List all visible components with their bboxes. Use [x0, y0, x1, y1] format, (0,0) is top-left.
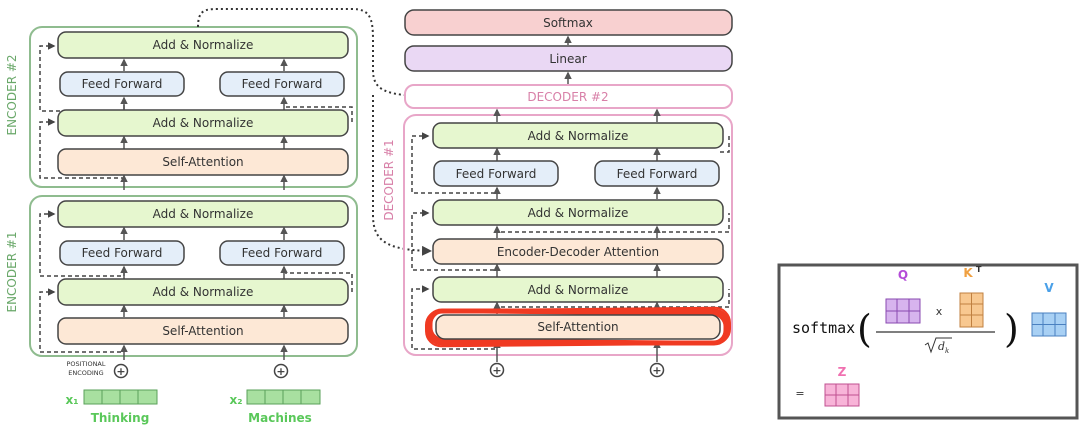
decoder-2-box	[404, 84, 733, 109]
encoder-1-residual-3	[285, 272, 353, 292]
decoder-1-enc-dec-attention	[432, 238, 724, 265]
encoder-2-self-attention-label: Self-Attention	[162, 155, 243, 169]
sqrt-icon	[924, 337, 952, 354]
x1-label: x₁	[66, 393, 79, 407]
plus-symbol: +	[652, 364, 661, 377]
encoder-1: ENCODER #1 Add & Normalize Feed Forward …	[5, 195, 358, 360]
x1-embedding-vector	[83, 389, 158, 405]
plus-icon	[649, 362, 665, 378]
positional-encoding-line2: ENCODING	[68, 369, 103, 377]
encoder-1-add-norm-top	[57, 200, 349, 228]
encoder-2-add-norm-mid	[57, 109, 349, 137]
attention-formula-panel: softmax ( Q x K T d k ) V =	[777, 263, 1079, 420]
sqrt-d: d	[938, 340, 945, 353]
encoder-2-add-norm-mid-label: Add & Normalize	[153, 116, 254, 130]
decoder-1-residual-6	[720, 136, 730, 153]
encoder-2-residual-3	[285, 106, 353, 122]
encoder-output-to-decoder2-link	[197, 8, 432, 101]
plus-symbol: +	[116, 365, 125, 378]
sqrt-d-subscript: k	[945, 347, 949, 355]
x2-label: x₂	[230, 393, 243, 407]
encoder-1-ffn-left	[59, 240, 185, 266]
z-label: Z	[838, 365, 847, 379]
decoder-1-ffn-left-label: Feed Forward	[456, 167, 537, 181]
decoder-1-add-norm-1	[432, 276, 724, 303]
decoder-1-add-norm-top	[432, 122, 724, 149]
softmax-label: Softmax	[543, 16, 593, 30]
encoder-1-label: ENCODER #1	[5, 231, 19, 312]
encoder-1-frame	[29, 195, 358, 357]
decoder-1-ffn-right-label: Feed Forward	[617, 167, 698, 181]
v-label: V	[1044, 281, 1054, 295]
decoder-1-ffn-right	[594, 160, 720, 187]
positional-encoding-line1: POSITIONAL	[66, 360, 105, 368]
decoder-1-add-norm-top-label: Add & Normalize	[528, 129, 629, 143]
linear-box	[404, 45, 733, 72]
decoder-1-label: DECODER #1	[382, 139, 396, 220]
softmax-box	[404, 9, 733, 36]
times-symbol: x	[936, 305, 943, 318]
formula-frame	[777, 263, 1079, 420]
x2-word: Machines	[248, 411, 312, 425]
encoder-1-add-norm-top-label: Add & Normalize	[153, 207, 254, 221]
k-label: K	[963, 266, 973, 280]
encoder-1-add-norm-mid	[57, 278, 349, 306]
plus-icon	[113, 363, 129, 379]
q-label: Q	[898, 268, 908, 282]
k-transpose-matrix	[959, 292, 984, 328]
encoder-output-to-decoder1-link	[372, 95, 432, 256]
encoder-1-ffn-right	[219, 240, 345, 266]
encoder-2-residual-1	[39, 118, 125, 179]
left-paren: (	[857, 307, 872, 351]
encoder-2-label: ENCODER #2	[5, 54, 19, 135]
encoder-1-self-attention-label: Self-Attention	[162, 324, 243, 338]
decoder-stack: Softmax Linear DECODER #2	[404, 9, 733, 109]
decoder-1: DECODER #1 Add & Normalize Feed Forward …	[382, 108, 733, 378]
right-paren: )	[1004, 307, 1019, 351]
decoder-1-ffn-left	[433, 160, 559, 187]
decoder-2-label: DECODER #2	[527, 90, 608, 104]
encoder-2-frame	[29, 26, 358, 188]
softmax-text: softmax	[792, 319, 855, 337]
k-transpose-sup: T	[976, 265, 982, 274]
encoder-2-add-norm-top	[57, 31, 349, 59]
decoder-1-add-norm-2-label: Add & Normalize	[528, 206, 629, 220]
encoder-1-ffn-left-label: Feed Forward	[82, 246, 163, 260]
encoder-1-self-attention	[57, 317, 349, 345]
decoder-1-frame	[403, 114, 733, 356]
decoder-1-self-attention	[435, 314, 721, 340]
equals-symbol: =	[795, 387, 804, 400]
plus-symbol: +	[492, 364, 501, 377]
v-matrix	[1031, 312, 1067, 337]
plus-symbol: +	[276, 365, 285, 378]
x1-word: Thinking	[91, 411, 150, 425]
decoder-1-add-norm-2	[432, 199, 724, 226]
decoder-1-enc-dec-attention-label: Encoder-Decoder Attention	[497, 245, 659, 259]
encoder-1-add-norm-mid-label: Add & Normalize	[153, 285, 254, 299]
encoder-2-ffn-left-label: Feed Forward	[82, 77, 163, 91]
linear-label: Linear	[549, 52, 586, 66]
decoder-1-add-norm-1-label: Add & Normalize	[528, 283, 629, 297]
encoder-2-ffn-right	[219, 71, 345, 97]
encoder-2: ENCODER #2 Add & Normalize Feed Forward …	[5, 26, 358, 190]
encoder-2-self-attention	[57, 148, 349, 176]
encoder-inputs: POSITIONAL ENCODING + + x₁ Thinking x₂ M…	[66, 360, 321, 425]
q-matrix	[885, 298, 921, 324]
encoder-1-ffn-right-label: Feed Forward	[242, 246, 323, 260]
plus-icon	[489, 362, 505, 378]
encoder-2-add-norm-top-label: Add & Normalize	[153, 38, 254, 52]
decoder-1-self-attention-label: Self-Attention	[537, 320, 618, 334]
x2-embedding-vector	[246, 389, 321, 405]
self-attention-red-highlight	[424, 306, 732, 348]
plus-icon	[273, 363, 289, 379]
encoder-2-ffn-right-label: Feed Forward	[242, 77, 323, 91]
encoder-2-ffn-left	[59, 71, 185, 97]
z-matrix	[824, 383, 860, 407]
